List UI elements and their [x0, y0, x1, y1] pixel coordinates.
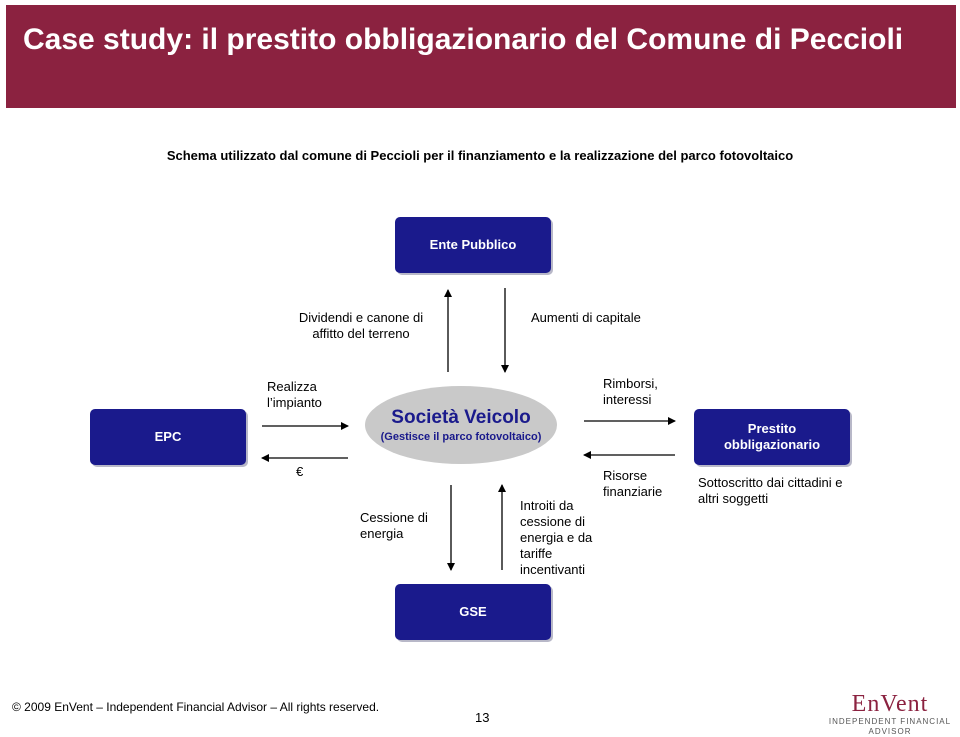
introiti-label: Introiti da cessione di energia e da tar…	[520, 498, 593, 577]
aumenti-label: Aumenti di capitale	[531, 310, 641, 325]
euro-label: €	[296, 464, 304, 479]
societa-veicolo-node: Società Veicolo (Gestisce il parco fotov…	[365, 386, 557, 464]
title-bar: Case study: il prestito obbligazionario …	[6, 5, 956, 108]
envent-logo: EnVent INDEPENDENT FINANCIAL ADVISOR	[820, 691, 960, 737]
cessione-label: Cessione di energia	[360, 510, 428, 541]
epc-box: EPC	[90, 409, 246, 465]
page-number: 13	[475, 710, 490, 725]
logo-name: EnVent	[851, 691, 929, 717]
gse-box: GSE	[395, 584, 551, 640]
gse-label: GSE	[459, 604, 487, 619]
ente-pubblico-label: Ente Pubblico	[429, 237, 517, 252]
dividendi-label: Dividendi e canone di affitto del terren…	[298, 310, 424, 341]
realizza-label: Realizza l’impianto	[267, 379, 322, 410]
logo-tagline: INDEPENDENT FINANCIAL ADVISOR	[828, 717, 952, 736]
ente-pubblico-box: Ente Pubblico	[395, 217, 551, 273]
copyright-text: © 2009 EnVent – Independent Financial Ad…	[12, 700, 380, 714]
rimborsi-label: Rimborsi, interessi	[603, 376, 658, 407]
epc-label: EPC	[154, 429, 182, 444]
risorse-label: Risorse finanziarie	[603, 468, 663, 499]
sottoscritto-label: Sottoscritto dai cittadini e altri sogge…	[698, 475, 843, 506]
prestito-obbligazionario-label: Prestito obbligazionario	[723, 421, 821, 452]
diagram-subtitle: Schema utilizzato dal comune di Peccioli…	[166, 148, 794, 163]
societa-veicolo-title: Società Veicolo	[391, 407, 531, 428]
prestito-obbligazionario-box: Prestito obbligazionario	[694, 409, 850, 465]
societa-veicolo-subtitle: (Gestisce il parco fotovoltaico)	[380, 431, 542, 443]
page-title: Case study: il prestito obbligazionario …	[23, 23, 904, 56]
